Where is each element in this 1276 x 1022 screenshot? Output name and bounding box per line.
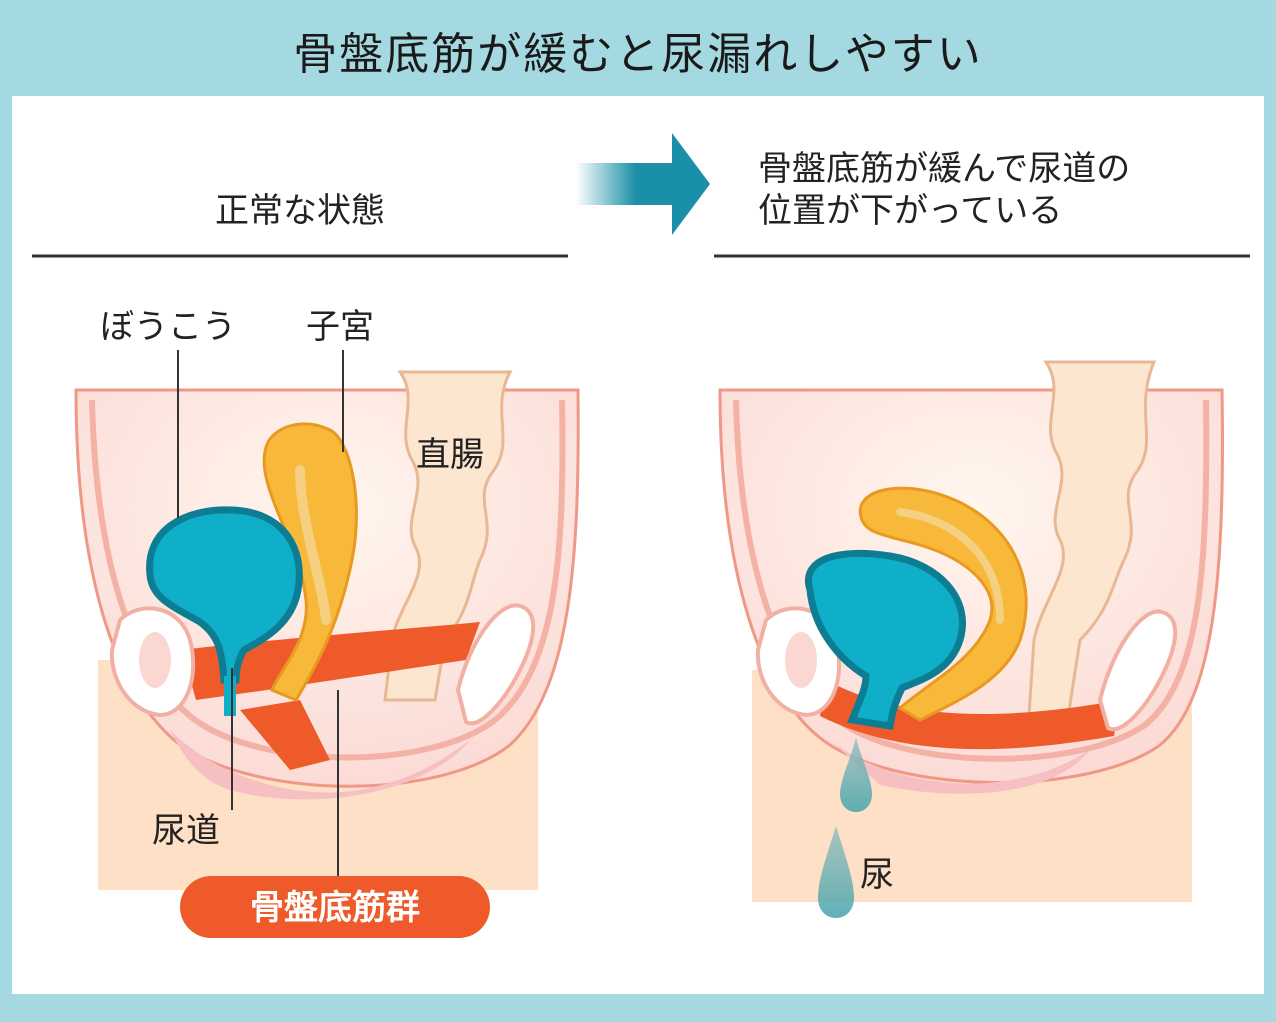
right-uterus [858,486,1028,722]
page-title: 骨盤底筋が緩むと尿漏れしやすい [293,29,983,80]
arrow-head [672,133,710,235]
label-uterus: 子宮 [306,307,374,347]
left-urethra [224,676,236,716]
right-pubic-bone-hole [785,632,817,688]
right-heading-line1: 骨盤底筋が緩んで尿道の [758,149,1130,189]
pelvic-floor-badge [180,876,490,938]
left-panel: 正常な状態 ぼうこう 子宮 直腸 尿道 [32,191,580,938]
left-bladder [146,506,303,684]
left-sacrum-bone [455,603,536,726]
right-pelvis-inner-line [733,399,1210,762]
right-sacrum-bone [1097,609,1178,732]
right-bladder [805,549,966,731]
right-panel: 骨盤底筋が緩んで尿道の 位置が下がっている 尿 [714,149,1250,918]
label-rectum: 直腸 [416,435,484,475]
urine-drop-1 [840,738,872,812]
right-uterus-cavity [896,508,1004,624]
left-heading: 正常な状態 [215,191,385,231]
right-pelvic-floor-muscle [820,680,1120,750]
right-lower-tissue [830,740,1090,794]
transition-arrow [576,133,710,235]
label-bladder: ぼうこう [100,307,236,347]
left-uterus-cavity [295,465,331,625]
right-heading-line2: 位置が下がっている [758,191,1062,231]
urine-drop-2 [818,826,854,918]
left-pelvis-inner-line [89,399,566,761]
label-urethra: 尿道 [152,811,220,851]
left-lower-tissue [170,730,470,800]
label-urine: 尿 [860,855,894,895]
left-pelvic-floor-muscle [182,622,480,700]
left-pubic-bone-hole [139,632,171,688]
arrow-shaft [576,163,676,205]
left-muscle-strand [240,700,330,770]
label-pelvic-floor: 骨盤底筋群 [250,888,420,928]
left-rectum [383,370,513,702]
